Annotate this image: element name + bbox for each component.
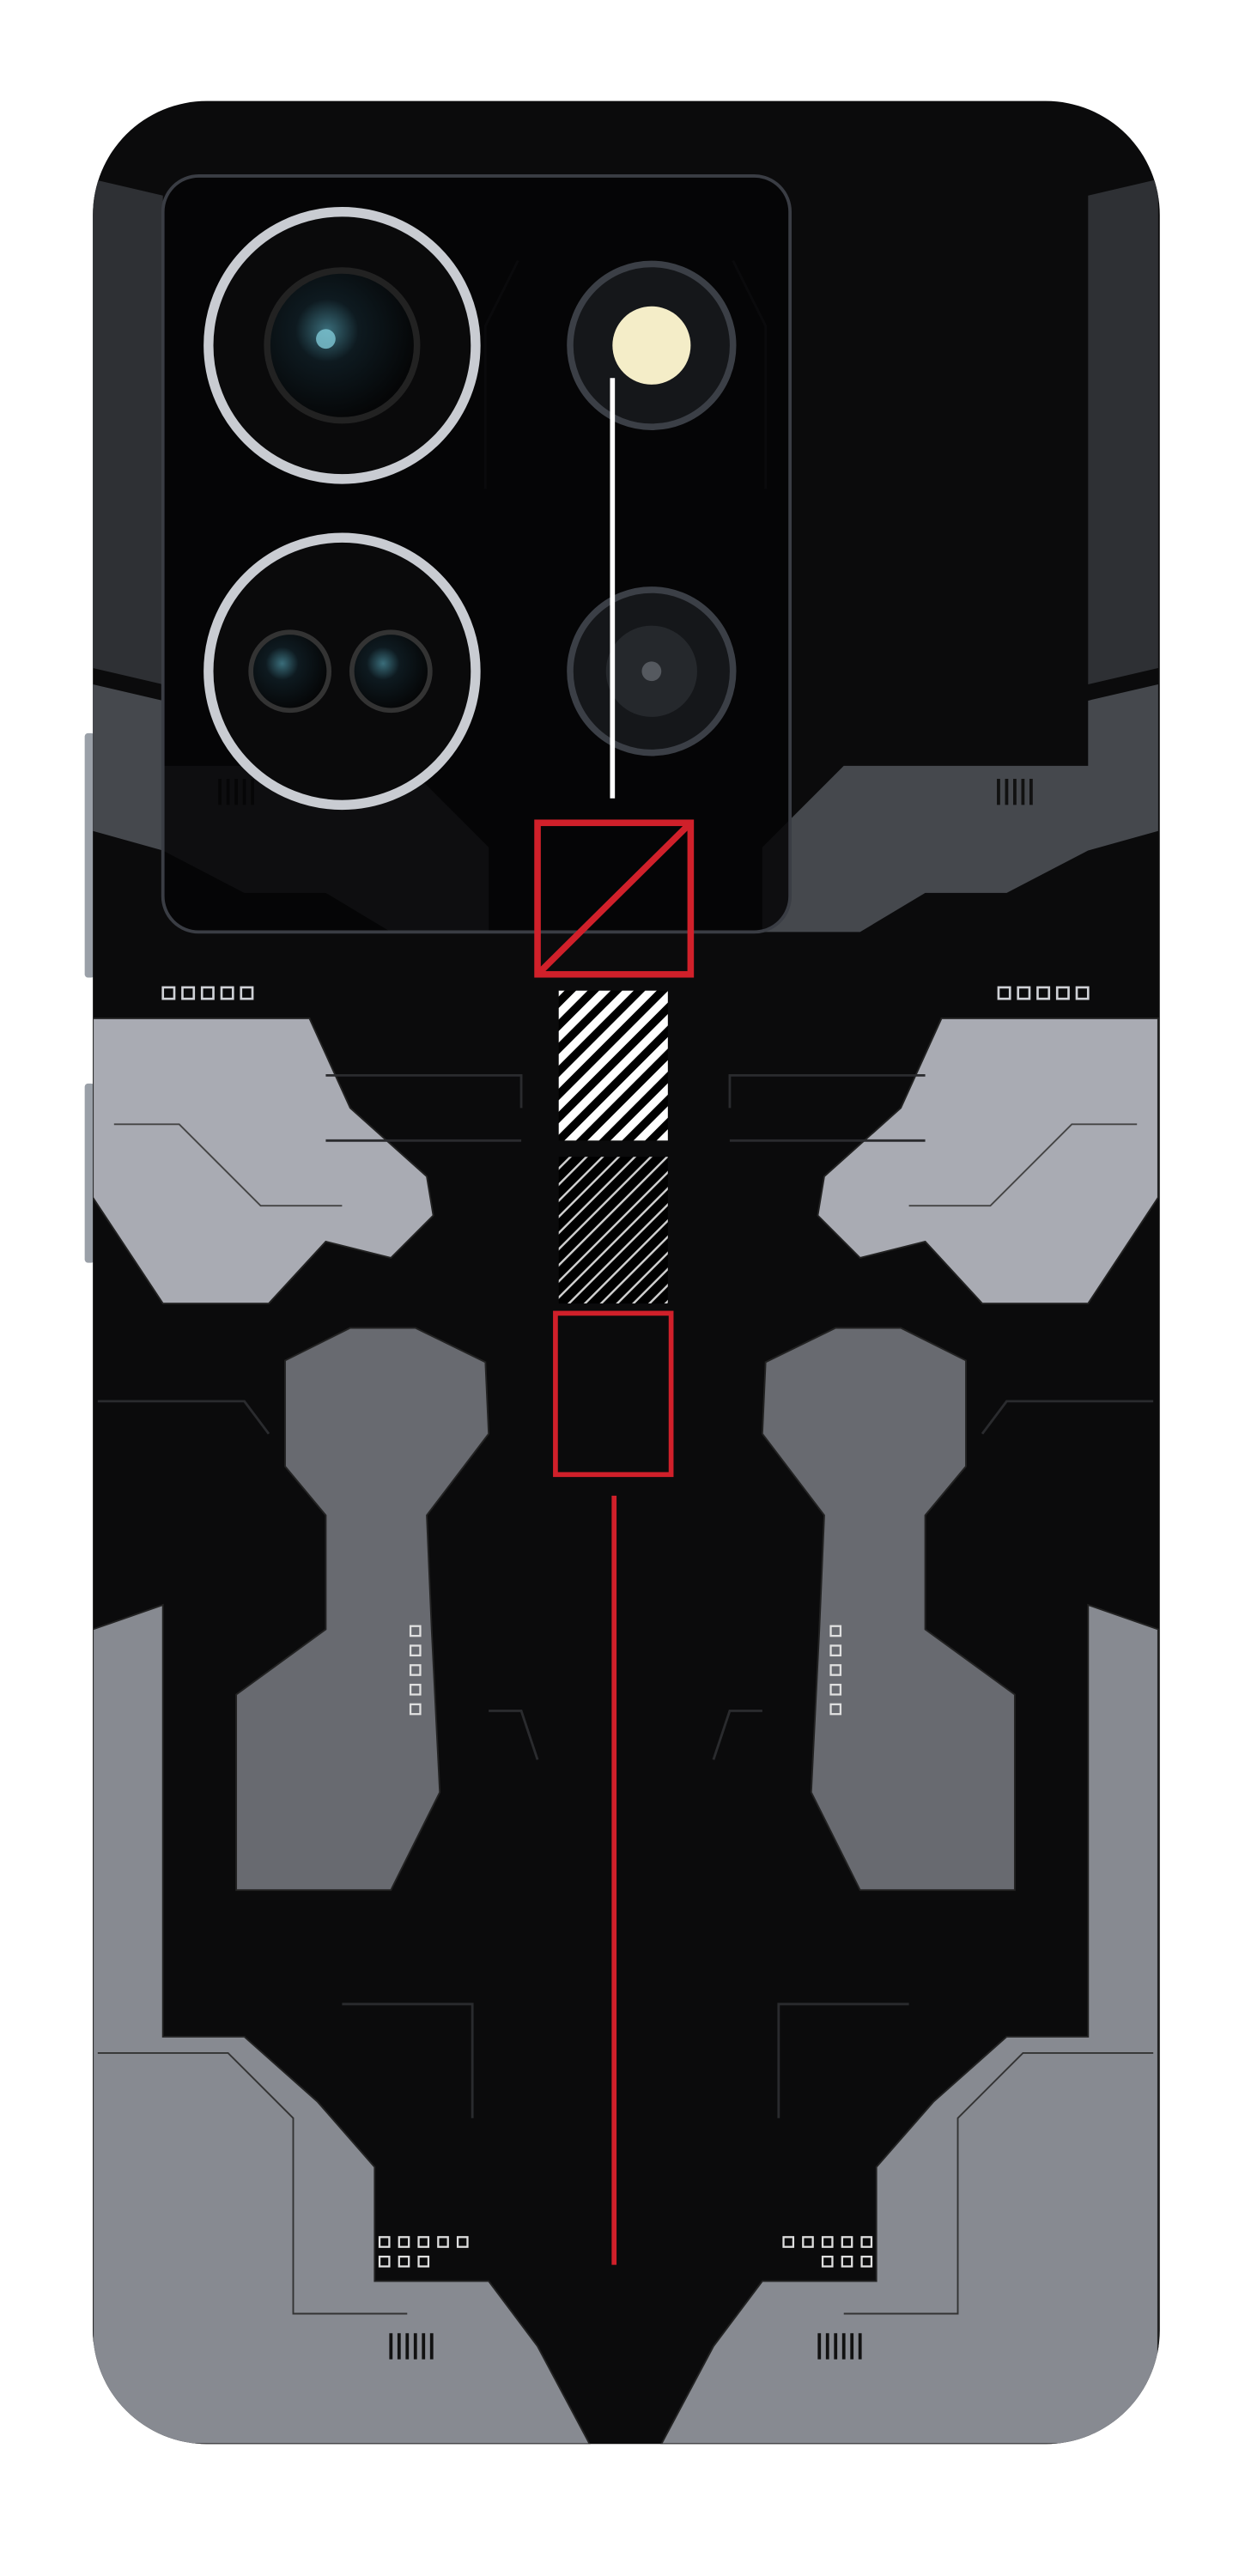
hatched-block-icon xyxy=(558,1157,668,1304)
red-slash-box xyxy=(534,819,695,978)
dual-lens-icon xyxy=(203,532,481,811)
camera-lens-icon xyxy=(203,206,481,484)
sensor-lens-icon xyxy=(567,586,737,756)
flash-icon xyxy=(567,260,737,430)
side-button xyxy=(84,1083,95,1263)
hatched-block-icon xyxy=(558,990,668,1141)
red-box xyxy=(553,1310,674,1478)
side-button xyxy=(84,732,95,978)
